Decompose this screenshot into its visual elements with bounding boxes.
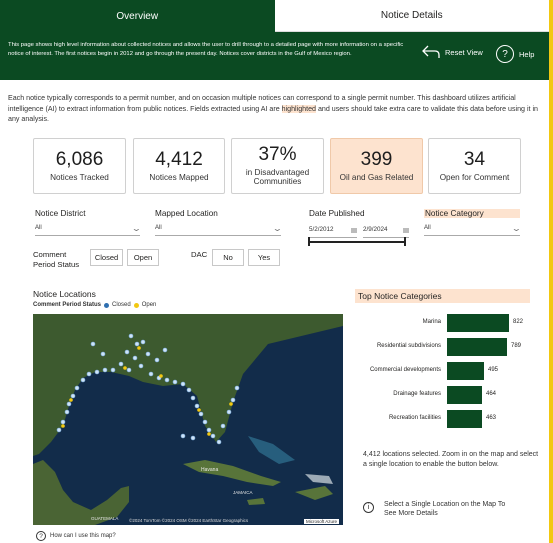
chevron-down-icon: ⌄ bbox=[131, 224, 143, 233]
category-value: All bbox=[424, 225, 431, 231]
bar-category-label: Residential subdivisions bbox=[376, 343, 441, 349]
tab-bar: Overview Notice Details bbox=[0, 0, 549, 32]
legend-open: Open bbox=[141, 302, 157, 308]
chevron-down-icon: ⌄ bbox=[272, 224, 284, 233]
intro-text: Each notice typically corresponds to a p… bbox=[8, 93, 543, 125]
havana-label: Havana bbox=[201, 467, 218, 473]
map-canvas: Havana JAMAICA GUATEMALA bbox=[33, 314, 343, 525]
question-icon: ? bbox=[36, 531, 46, 541]
location-filter-label: Mapped Location bbox=[155, 209, 218, 218]
kpi-notices-tracked: 6,086 Notices Tracked bbox=[33, 138, 126, 194]
closed-dot-icon bbox=[104, 302, 110, 308]
kpi-notices-mapped: 4,412 Notices Mapped bbox=[133, 138, 225, 194]
kpi-label: Oil and Gas Related bbox=[339, 172, 414, 182]
calendar-icon bbox=[351, 228, 357, 233]
open-dot-icon bbox=[133, 302, 139, 308]
dac-filter-label: DAC bbox=[191, 250, 208, 259]
bar-value-label: 789 bbox=[511, 343, 522, 349]
kpi-label: Open for Comment bbox=[439, 172, 510, 182]
bar-category-label: Marina bbox=[422, 319, 441, 325]
legend-closed: Closed bbox=[112, 302, 131, 308]
chevron-down-icon: ⌄ bbox=[511, 224, 523, 233]
reset-view-button[interactable]: Reset View bbox=[422, 45, 483, 59]
help-label: Help bbox=[519, 49, 535, 59]
intro-part1: Each notice typically corresponds to a p… bbox=[8, 94, 516, 113]
date-slider-end-handle[interactable] bbox=[404, 237, 406, 246]
info-icon: i bbox=[363, 502, 374, 513]
category-select[interactable]: All ⌄ bbox=[424, 223, 523, 236]
category-bar[interactable] bbox=[447, 338, 507, 356]
selection-note: 4,412 locations selected. Zoom in on the… bbox=[363, 451, 539, 468]
kpi-label: Notices Tracked bbox=[50, 172, 109, 182]
info-row: i Select a Single Location on the Map To… bbox=[363, 500, 514, 519]
info-text: Select a Single Location on the Map To S… bbox=[384, 501, 506, 518]
end-date-value: 2/9/2024 bbox=[363, 226, 388, 233]
location-select[interactable]: All ⌄ bbox=[155, 223, 284, 236]
map-legend: Comment Period Status Closed Open bbox=[33, 302, 156, 308]
help-button[interactable]: ? Help bbox=[496, 45, 534, 63]
map-attribution: ©2024 TomTom ©2024 OSM ©2024 EarthStar G… bbox=[129, 518, 249, 523]
notice-map[interactable]: Havana JAMAICA GUATEMALA ©2024 TomTom ©2… bbox=[33, 314, 343, 525]
start-date-value: 5/2/2012 bbox=[309, 226, 334, 233]
how-to-use-map-link[interactable]: ? How can I use this map? bbox=[36, 531, 116, 541]
tab-overview[interactable]: Overview bbox=[0, 0, 275, 32]
kpi-disadvantaged-communities: 37% in Disadvantaged Communities bbox=[231, 138, 324, 194]
dac-yes-button[interactable]: Yes bbox=[248, 249, 280, 266]
closed-points bbox=[56, 333, 240, 445]
kpi-label: Notices Mapped bbox=[149, 172, 209, 182]
kpi-value: 4,412 bbox=[155, 148, 203, 170]
end-date-input[interactable]: 2/9/2024 bbox=[363, 224, 409, 238]
location-value: All bbox=[155, 225, 162, 231]
kpi-oil-gas: 399 Oil and Gas Related bbox=[330, 138, 423, 194]
open-button[interactable]: Open bbox=[127, 249, 159, 266]
category-bar[interactable] bbox=[447, 314, 509, 332]
calendar-icon bbox=[403, 228, 409, 233]
category-bar[interactable] bbox=[447, 386, 482, 404]
district-select[interactable]: All ⌄ bbox=[35, 223, 143, 236]
dac-no-button[interactable]: No bbox=[212, 249, 244, 266]
category-filter-label: Notice Category bbox=[424, 209, 520, 218]
map-title: Notice Locations bbox=[33, 289, 96, 299]
kpi-label: in Disadvantaged Communities bbox=[245, 167, 310, 187]
help-icon: ? bbox=[496, 45, 514, 63]
top-categories-title: Top Notice Categories bbox=[355, 289, 530, 303]
closed-button[interactable]: Closed bbox=[90, 249, 123, 266]
tab-notice-details[interactable]: Notice Details bbox=[274, 0, 549, 32]
district-value: All bbox=[35, 225, 42, 231]
intro-highlighted: highlighted bbox=[281, 104, 316, 113]
kpi-value: 6,086 bbox=[55, 148, 104, 170]
kpi-open-comment: 34 Open for Comment bbox=[428, 138, 521, 194]
bar-category-label: Drainage features bbox=[393, 391, 441, 397]
banner-description: This page shows high level information a… bbox=[8, 42, 404, 58]
category-bar[interactable] bbox=[447, 362, 484, 380]
microsoft-azure-logo: Microsoft Azure bbox=[303, 519, 339, 524]
how-to-label: How can I use this map? bbox=[50, 533, 116, 539]
bar-value-label: 464 bbox=[486, 391, 497, 397]
legend-title: Comment Period Status bbox=[33, 302, 102, 308]
bar-value-label: 495 bbox=[488, 367, 499, 373]
bar-value-label: 463 bbox=[486, 415, 497, 421]
date-filter-label: Date Published bbox=[309, 209, 365, 218]
kpi-value: 34 bbox=[463, 148, 486, 170]
bar-category-label: Recreation facilities bbox=[388, 415, 441, 421]
kpi-value: 37% bbox=[258, 143, 297, 165]
guatemala-label: GUATEMALA bbox=[91, 516, 118, 521]
right-accent-bar bbox=[549, 0, 553, 543]
bar-value-label: 822 bbox=[513, 319, 524, 325]
category-bar[interactable] bbox=[447, 410, 482, 428]
reset-view-label: Reset View bbox=[445, 47, 483, 57]
jamaica-label: JAMAICA bbox=[233, 490, 253, 495]
date-slider-start-handle[interactable] bbox=[308, 237, 310, 246]
open-points bbox=[61, 346, 233, 436]
district-filter-label: Notice District bbox=[35, 209, 86, 218]
header-banner: This page shows high level information a… bbox=[0, 32, 549, 80]
date-slider-track bbox=[309, 241, 405, 243]
comment-filter-label: Comment Period Status bbox=[33, 250, 80, 269]
intro-part2: and users should take extra care to vali… bbox=[8, 104, 538, 124]
start-date-input[interactable]: 5/2/2012 bbox=[309, 224, 357, 238]
kpi-value: 399 bbox=[360, 148, 393, 170]
reset-arrow-icon bbox=[422, 45, 440, 58]
bar-category-label: Commercial developments bbox=[369, 367, 441, 373]
